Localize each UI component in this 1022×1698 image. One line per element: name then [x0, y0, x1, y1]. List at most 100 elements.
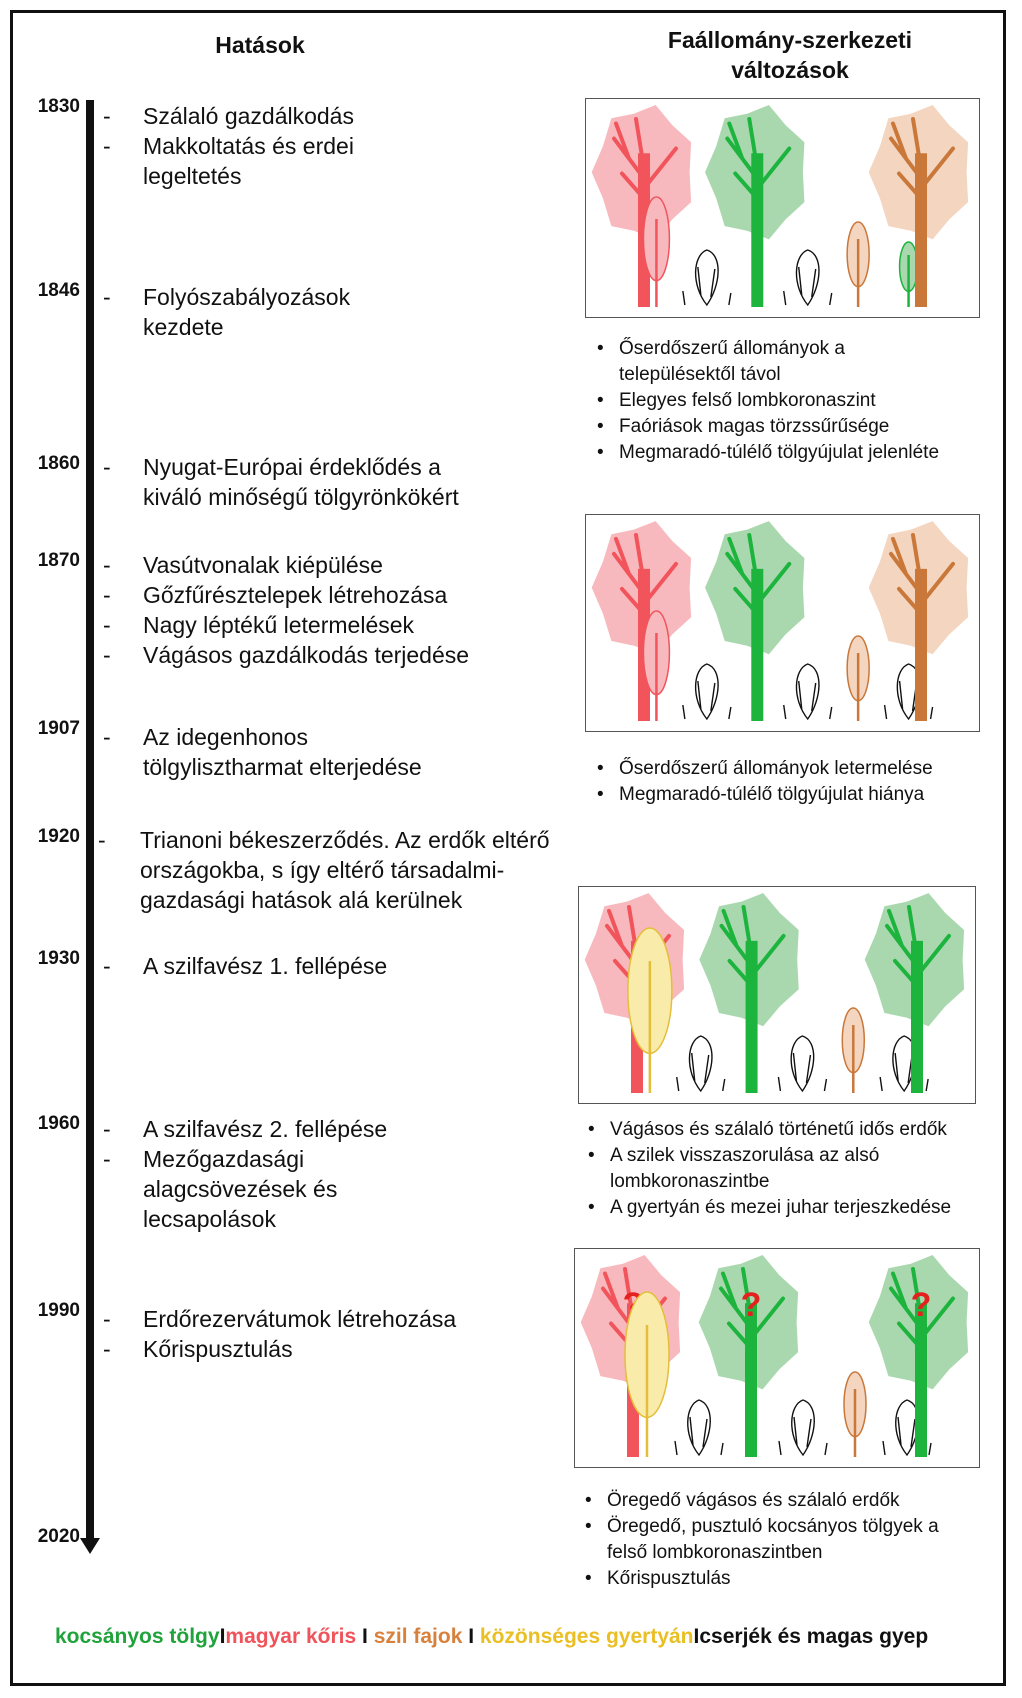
event-text: országokba, s így eltérő társadalmi-: [140, 855, 504, 885]
legend-item-ash: magyar kőris: [225, 1625, 356, 1648]
event-text: Kőrispusztulás: [143, 1334, 293, 1364]
tree: [699, 893, 798, 1093]
right-header-line1: Faállomány-szerkezeti: [600, 25, 980, 55]
year-label: 1907: [24, 718, 80, 740]
event-text: kiváló minőségű tölgyrönkökért: [143, 482, 459, 512]
bullet-text: Öregedő vágásos és szálaló erdők: [607, 1488, 900, 1514]
event-text: Vágásos gazdálkodás terjedése: [143, 640, 469, 670]
bullet-list: •Őserdőszerű állományok a településektől…: [597, 336, 939, 466]
event-text: alagcsövezések és: [143, 1174, 337, 1204]
event-group: -Trianoni békeszerződés. Az erdők eltérő…: [98, 825, 550, 915]
shrub: [675, 1400, 723, 1455]
bullet-text: Faóriások magas törzssűrűsége: [619, 414, 889, 440]
event-group: -Vasútvonalak kiépülése -Gőzfűrésztelepe…: [103, 550, 469, 670]
event-text: Az idegenhonos: [143, 722, 308, 752]
event-text: A szilfavész 1. fellépése: [143, 951, 387, 981]
bullet-list: •Vágásos és szálaló történetű idős erdők…: [588, 1117, 951, 1221]
event-text: Erdőrezervátumok létrehozása: [143, 1304, 456, 1334]
event-group: -Nyugat-Európai érdeklődés a kiváló minő…: [103, 452, 459, 512]
bullet-text: Elegyes felső lombkoronaszint: [619, 388, 876, 414]
tree: [865, 893, 964, 1093]
shrub-stems: [683, 681, 731, 719]
bullet-text: A szilek visszaszorulása az alsó: [610, 1143, 879, 1169]
event-text: Nagy léptékű letermelések: [143, 610, 414, 640]
legend-separator: I: [362, 1625, 368, 1648]
event-group: -Folyószabályozások kezdete: [103, 282, 350, 342]
shrub: [677, 1036, 725, 1091]
event-text: Mezőgazdasági: [143, 1144, 304, 1174]
tree: [705, 105, 804, 307]
legend-item-shrubs: cserjék és magas gyep: [699, 1625, 928, 1648]
bullet-text: Öregedő, pusztuló kocsányos tölgyek a: [607, 1514, 939, 1540]
year-label: 1830: [24, 96, 80, 118]
tree: [705, 521, 804, 721]
tree-scene: [586, 99, 979, 317]
legend-item-elm: szil fajok: [374, 1625, 463, 1648]
timeline-arrowhead: [80, 1538, 100, 1554]
year-label: 1860: [24, 453, 80, 475]
young-tree: [842, 1008, 864, 1093]
species-legend: kocsányos tölgyImagyar kőris I szil fajo…: [55, 1625, 928, 1649]
event-group: -A szilfavész 1. fellépése: [103, 951, 387, 981]
shrub-stems: [683, 267, 731, 305]
bullet-text: A gyertyán és mezei juhar terjeszkedése: [610, 1195, 951, 1221]
event-text: Trianoni békeszerződés. Az erdők eltérő: [140, 825, 550, 855]
year-label: 1846: [24, 280, 80, 302]
event-text: Nyugat-Európai érdeklődés a: [143, 452, 441, 482]
bullet-list: •Őserdőszerű állományok letermelése •Meg…: [597, 756, 933, 808]
shrub-stems: [784, 681, 832, 719]
young-tree: [847, 222, 869, 307]
year-label: 1990: [24, 1300, 80, 1322]
left-header: Hatások: [160, 30, 360, 60]
shrub-stems: [675, 1417, 723, 1455]
timeline-axis: [86, 100, 94, 1540]
event-text: Makkoltatás és erdei: [143, 131, 354, 161]
shrub: [778, 1036, 826, 1091]
young-tree: [900, 242, 918, 307]
event-text: gazdasági hatások alá kerülnek: [140, 885, 462, 915]
event-text: Vasútvonalak kiépülése: [143, 550, 383, 580]
tree: [869, 105, 968, 307]
young-tree: [844, 1372, 866, 1457]
tree: [592, 521, 691, 721]
shrub: [779, 1400, 827, 1455]
bullet-text: Megmaradó-túlélő tölgyújulat hiánya: [619, 782, 924, 808]
bullet-text: lombkoronaszintbe: [610, 1169, 769, 1195]
year-label: 1930: [24, 948, 80, 970]
event-group: -Erdőrezervátumok létrehozása -Kőrispusz…: [103, 1304, 456, 1364]
event-text: A szilfavész 2. fellépése: [143, 1114, 387, 1144]
bullet-text: Vágásos és szálaló történetű idős erdők: [610, 1117, 947, 1143]
tree-scene: [586, 515, 979, 731]
young-tree: [847, 636, 869, 721]
bullet-text: településektől távol: [619, 362, 781, 388]
event-text: lecsapolások: [143, 1204, 276, 1234]
tree: [592, 105, 691, 307]
event-text: Szálaló gazdálkodás: [143, 101, 354, 131]
legend-item-oak: kocsányos tölgy: [55, 1625, 220, 1648]
forest-structure-panel: ???: [574, 1248, 980, 1468]
question-mark: ?: [911, 1286, 932, 1324]
year-label: 2020: [24, 1526, 80, 1548]
event-group: -A szilfavész 2. fellépése -Mezőgazdaság…: [103, 1114, 387, 1234]
forest-structure-panel: [585, 514, 980, 732]
event-text: legeltetés: [143, 161, 241, 191]
year-label: 1870: [24, 550, 80, 572]
shrub: [683, 250, 731, 305]
legend-item-hornbeam: közönséges gyertyán: [480, 1625, 694, 1648]
event-group: -Szálaló gazdálkodás -Makkoltatás és erd…: [103, 101, 354, 191]
right-header-line2: változások: [600, 55, 980, 85]
bullet-text: Őserdőszerű állományok letermelése: [619, 756, 933, 782]
bullet-text: Kőrispusztulás: [607, 1566, 731, 1592]
event-text: kezdete: [143, 312, 224, 342]
bullet-text: Megmaradó-túlélő tölgyújulat jelenléte: [619, 440, 939, 466]
event-text: Folyószabályozások: [143, 282, 350, 312]
event-text: tölgylisztharmat elterjedése: [143, 752, 422, 782]
question-mark: ?: [741, 1286, 762, 1324]
tree-scene: [579, 887, 975, 1103]
year-label: 1920: [24, 826, 80, 848]
forest-structure-panel: [578, 886, 976, 1104]
bullet-list: •Öregedő vágásos és szálaló erdők •Örege…: [585, 1488, 939, 1592]
shrub-stems: [779, 1417, 827, 1455]
shrub-stems: [677, 1053, 725, 1091]
tree: ?: [699, 1255, 798, 1457]
